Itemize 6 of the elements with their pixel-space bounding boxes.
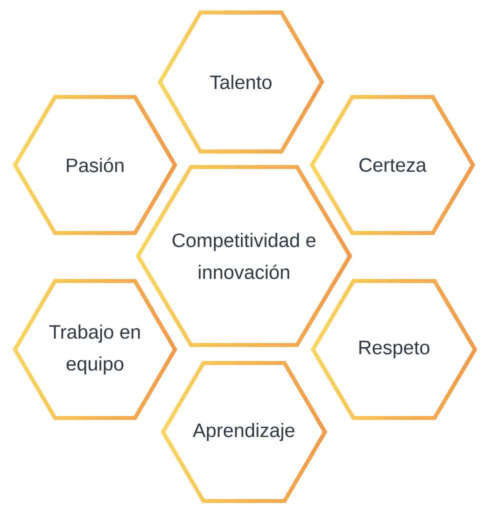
hexagon: Aprendizaje [161, 361, 327, 503]
hexagon: Certeza [310, 95, 475, 235]
hexagon: Respeto [311, 279, 477, 420]
hexagon: Talento [158, 10, 324, 154]
hexagon: Trabajo en equipo [13, 279, 177, 420]
hexagon: Pasión [13, 95, 177, 235]
